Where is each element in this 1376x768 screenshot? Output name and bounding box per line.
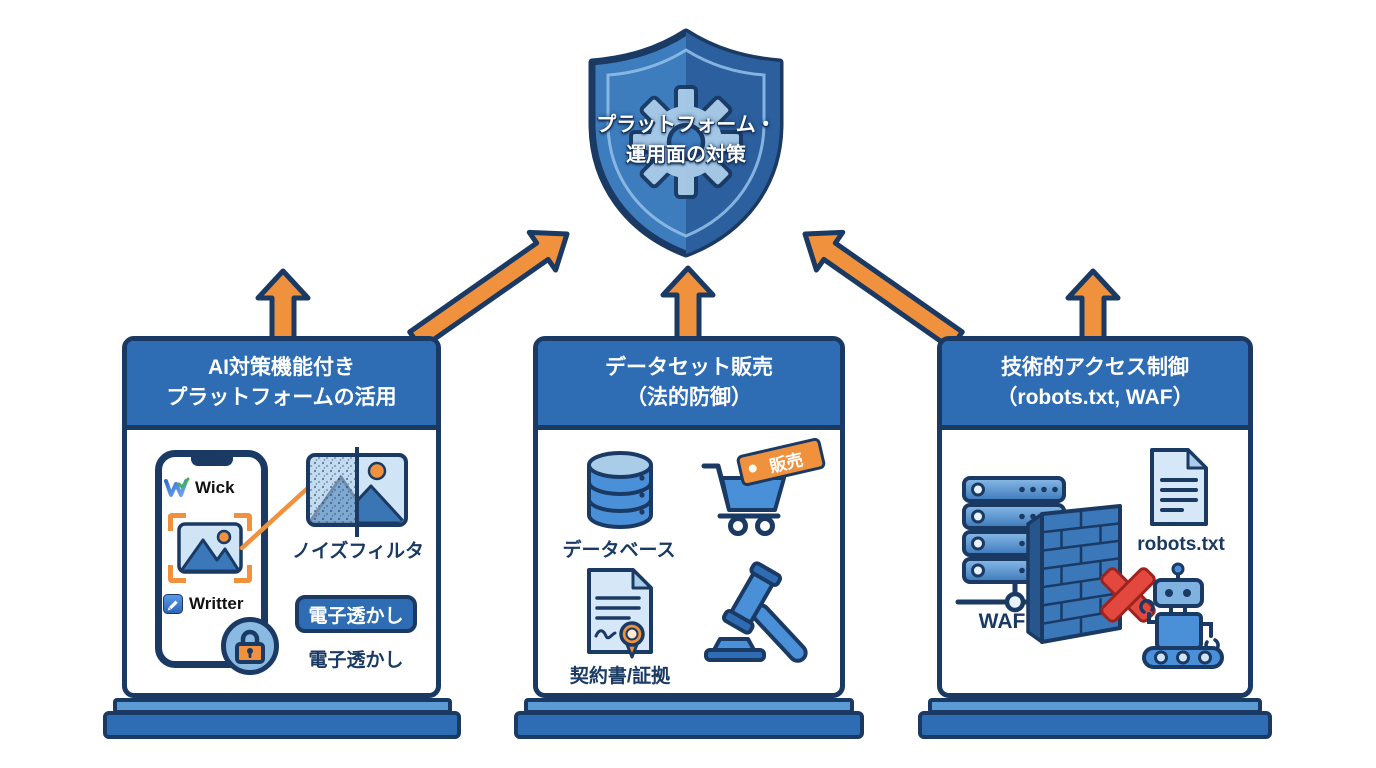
phone-notch	[190, 457, 233, 466]
pencil-icon	[163, 594, 183, 614]
tag-hole	[747, 463, 758, 474]
panel-dataset-sale-body: データベース 販売	[538, 430, 840, 693]
arrow-up-middle	[660, 265, 716, 344]
shield-title-line2: 運用面の対策	[626, 144, 746, 166]
contract-label: 契約書/証拠	[569, 666, 671, 687]
shield-title: プラットフォーム・ 運用面の対策	[576, 110, 796, 170]
wick-label: Wick	[195, 478, 235, 497]
arrow-up-right	[1065, 268, 1121, 344]
blocked-x-icon	[1100, 567, 1156, 623]
noise-filter-label: ノイズフィルタ	[291, 541, 425, 562]
panel-ai-platform-header-line1: AI対策機能付き	[208, 355, 355, 379]
panel-access-control-header-line1: 技術的アクセス制御	[1001, 355, 1189, 379]
panel-dataset-sale-header-line2: （法的防御）	[626, 386, 752, 409]
sale-tag-label: 販売	[767, 449, 806, 476]
image-icon	[177, 522, 243, 574]
database-icon	[587, 451, 653, 529]
pedestal-base-left	[103, 711, 461, 739]
gavel-icon	[704, 561, 808, 663]
contract-icon	[587, 568, 653, 659]
lock-icon	[235, 629, 265, 664]
panel-access-control: 技術的アクセス制御 （robots.txt, WAF）	[937, 336, 1253, 698]
panel-ai-platform-header: AI対策機能付き プラットフォームの活用	[127, 341, 436, 430]
panel-ai-platform-body: Wick	[127, 430, 436, 693]
shield-title-line1: プラットフォーム・	[596, 114, 776, 136]
watermark-caption: 電子透かし	[308, 650, 404, 671]
crop-frame-icon	[168, 513, 252, 583]
panel-ai-platform-header-line2: プラットフォームの活用	[166, 386, 397, 409]
panel-access-control-header-line2: （robots.txt, WAF）	[996, 386, 1194, 409]
robot-icon	[1139, 562, 1224, 669]
pedestal-base-middle	[514, 711, 864, 739]
noise-filter-icon	[306, 447, 408, 537]
database-label: データベース	[562, 540, 676, 561]
waf-label: WAF	[978, 610, 1026, 633]
wick-logo-icon	[164, 477, 190, 497]
gear-icon	[629, 85, 743, 199]
lock-badge-icon	[221, 617, 279, 675]
arrow-up-left	[255, 268, 311, 344]
panel-dataset-sale-header-line1: データセット販売	[605, 355, 773, 379]
arrow-diagonal-right	[802, 229, 965, 351]
waf-connector	[955, 582, 1041, 613]
robots-txt-file-icon	[1150, 448, 1208, 526]
firewall-icon	[1026, 504, 1122, 644]
arrow-diagonal-left	[407, 229, 570, 351]
panel-dataset-sale-header: データセット販売 （法的防御）	[538, 341, 840, 430]
pedestal-base-right	[918, 711, 1272, 739]
connector-line	[239, 483, 313, 551]
watermark-button: 電子透かし	[295, 595, 417, 633]
watermark-button-label: 電子透かし	[308, 605, 404, 627]
robots-txt-label: robots.txt	[1137, 534, 1225, 555]
wick-logo-row: Wick	[163, 477, 235, 498]
panel-ai-platform: AI対策機能付き プラットフォームの活用 Wick	[122, 336, 441, 698]
panel-access-control-body: WAF	[942, 430, 1248, 693]
writter-logo-row: Writter	[163, 594, 243, 614]
writter-label: Writter	[189, 594, 244, 613]
shield-icon: プラットフォーム・ 運用面の対策	[576, 26, 796, 260]
panel-dataset-sale: データセット販売 （法的防御） データベース	[533, 336, 845, 698]
panel-access-control-header: 技術的アクセス制御 （robots.txt, WAF）	[942, 341, 1248, 430]
